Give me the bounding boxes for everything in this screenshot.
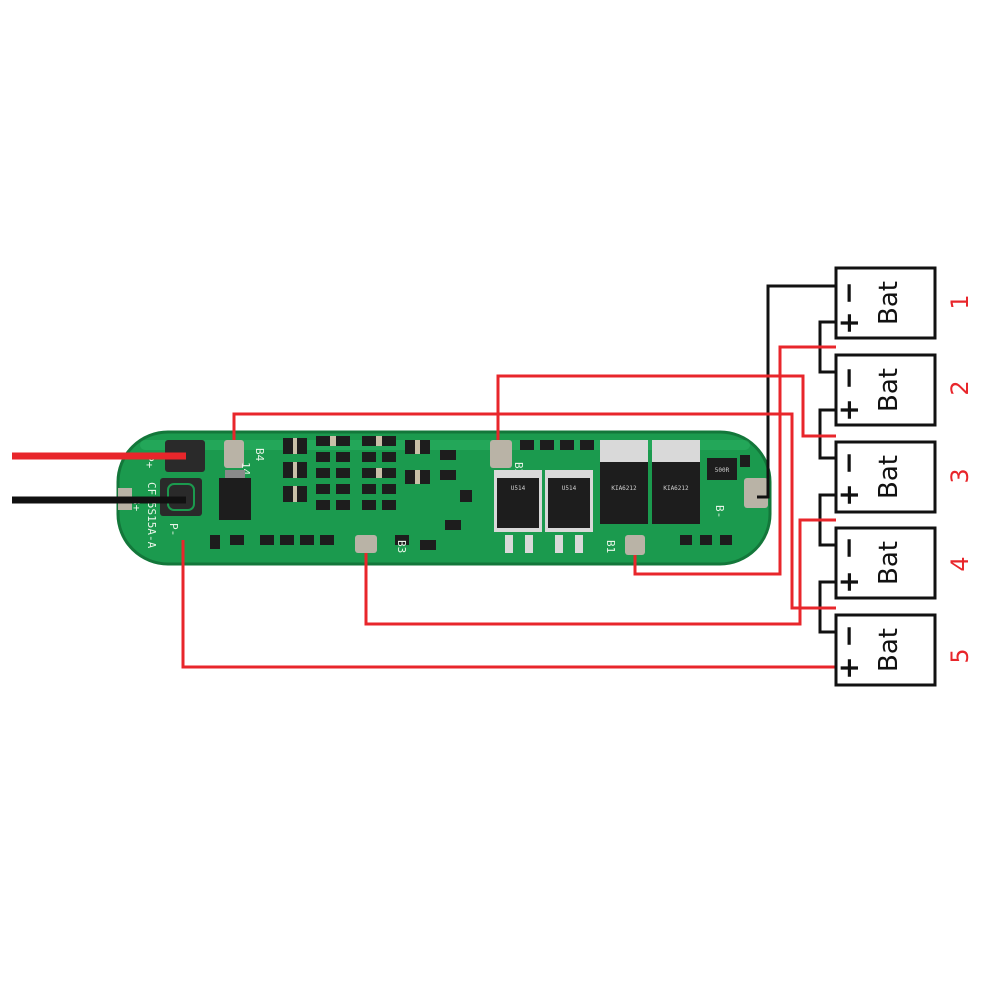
label-b4: B4 — [253, 448, 266, 462]
mosfet-1: U514 — [494, 470, 542, 553]
balance-wires — [181, 284, 836, 669]
cell-3-label: Bat — [874, 455, 904, 499]
chip-label-2: U514 — [562, 485, 577, 492]
cell-3-neg-sign: − — [832, 451, 865, 474]
ic-regulator-tab — [225, 470, 245, 478]
chip-label-1: U514 — [511, 485, 526, 492]
label-b-minus: B- — [713, 505, 726, 518]
mosfet-3: KIA6212 — [600, 440, 648, 524]
chip-label-4: KIA6212 — [663, 485, 689, 492]
cell-5-label: Bat — [874, 628, 904, 672]
chip-label-3: KIA6212 — [611, 485, 637, 492]
battery-cell-1: − + Bat 1 — [832, 266, 974, 340]
resistor-500r — [707, 458, 737, 480]
label-model: CF-5S15A-A — [145, 482, 158, 549]
cell-4-pos-sign: + — [832, 570, 865, 593]
ic-regulator — [219, 478, 251, 520]
battery-cell-3: − + Bat 3 — [832, 440, 974, 514]
cell-1-number: 1 — [946, 294, 974, 309]
cell-2-label: Bat — [874, 368, 904, 412]
battery-stack: − + Bat 1 − + Bat 2 − + Bat 3 − + Bat 4 — [832, 266, 974, 687]
label-p-minus: P- — [167, 523, 180, 536]
wire-b3 — [364, 518, 836, 626]
mosfet-4: KIA6212 — [652, 440, 700, 524]
battery-cell-2: − + Bat 2 — [832, 353, 974, 427]
cell-4-neg-sign: − — [832, 536, 865, 559]
mosfet-2: U514 — [545, 470, 593, 553]
bms-board: P+ B+ CF-5S15A-A P- B4 14.8V — [116, 430, 772, 566]
wire-link-2-3 — [818, 408, 836, 460]
cell-5-pos-sign: + — [832, 656, 865, 679]
cell-2-neg-sign: − — [832, 366, 865, 389]
wire-b4 — [232, 412, 836, 610]
battery-cell-4: − + Bat 4 — [832, 526, 974, 600]
cell-4-number: 4 — [946, 556, 974, 571]
cell-3-number: 3 — [946, 468, 974, 483]
cell-1-label: Bat — [874, 281, 904, 325]
wire-b1 — [633, 345, 836, 576]
pad-b3 — [355, 535, 377, 553]
wire-b2 — [496, 374, 836, 440]
wire-b-minus — [757, 284, 836, 499]
cell-5-number: 5 — [946, 648, 974, 663]
wire-b-plus — [181, 540, 836, 669]
pad-b2 — [490, 440, 512, 468]
label-b1: B1 — [604, 540, 617, 553]
pad-b4 — [224, 440, 244, 468]
label-b3: B3 — [395, 540, 408, 553]
cell-2-pos-sign: + — [832, 398, 865, 421]
cell-1-neg-sign: − — [832, 281, 865, 304]
pad-b1 — [625, 535, 645, 555]
cell-2-number: 2 — [946, 380, 974, 395]
pad-b-minus — [744, 478, 768, 508]
cell-5-neg-sign: − — [832, 624, 865, 647]
cell-4-label: Bat — [874, 541, 904, 585]
smd-caps — [293, 436, 420, 502]
smd-components — [210, 436, 750, 550]
resistor-label: 500R — [715, 467, 730, 474]
cell-1-pos-sign: + — [832, 311, 865, 334]
cell-3-pos-sign: + — [832, 483, 865, 506]
battery-cell-5: − + Bat 5 — [832, 613, 974, 687]
